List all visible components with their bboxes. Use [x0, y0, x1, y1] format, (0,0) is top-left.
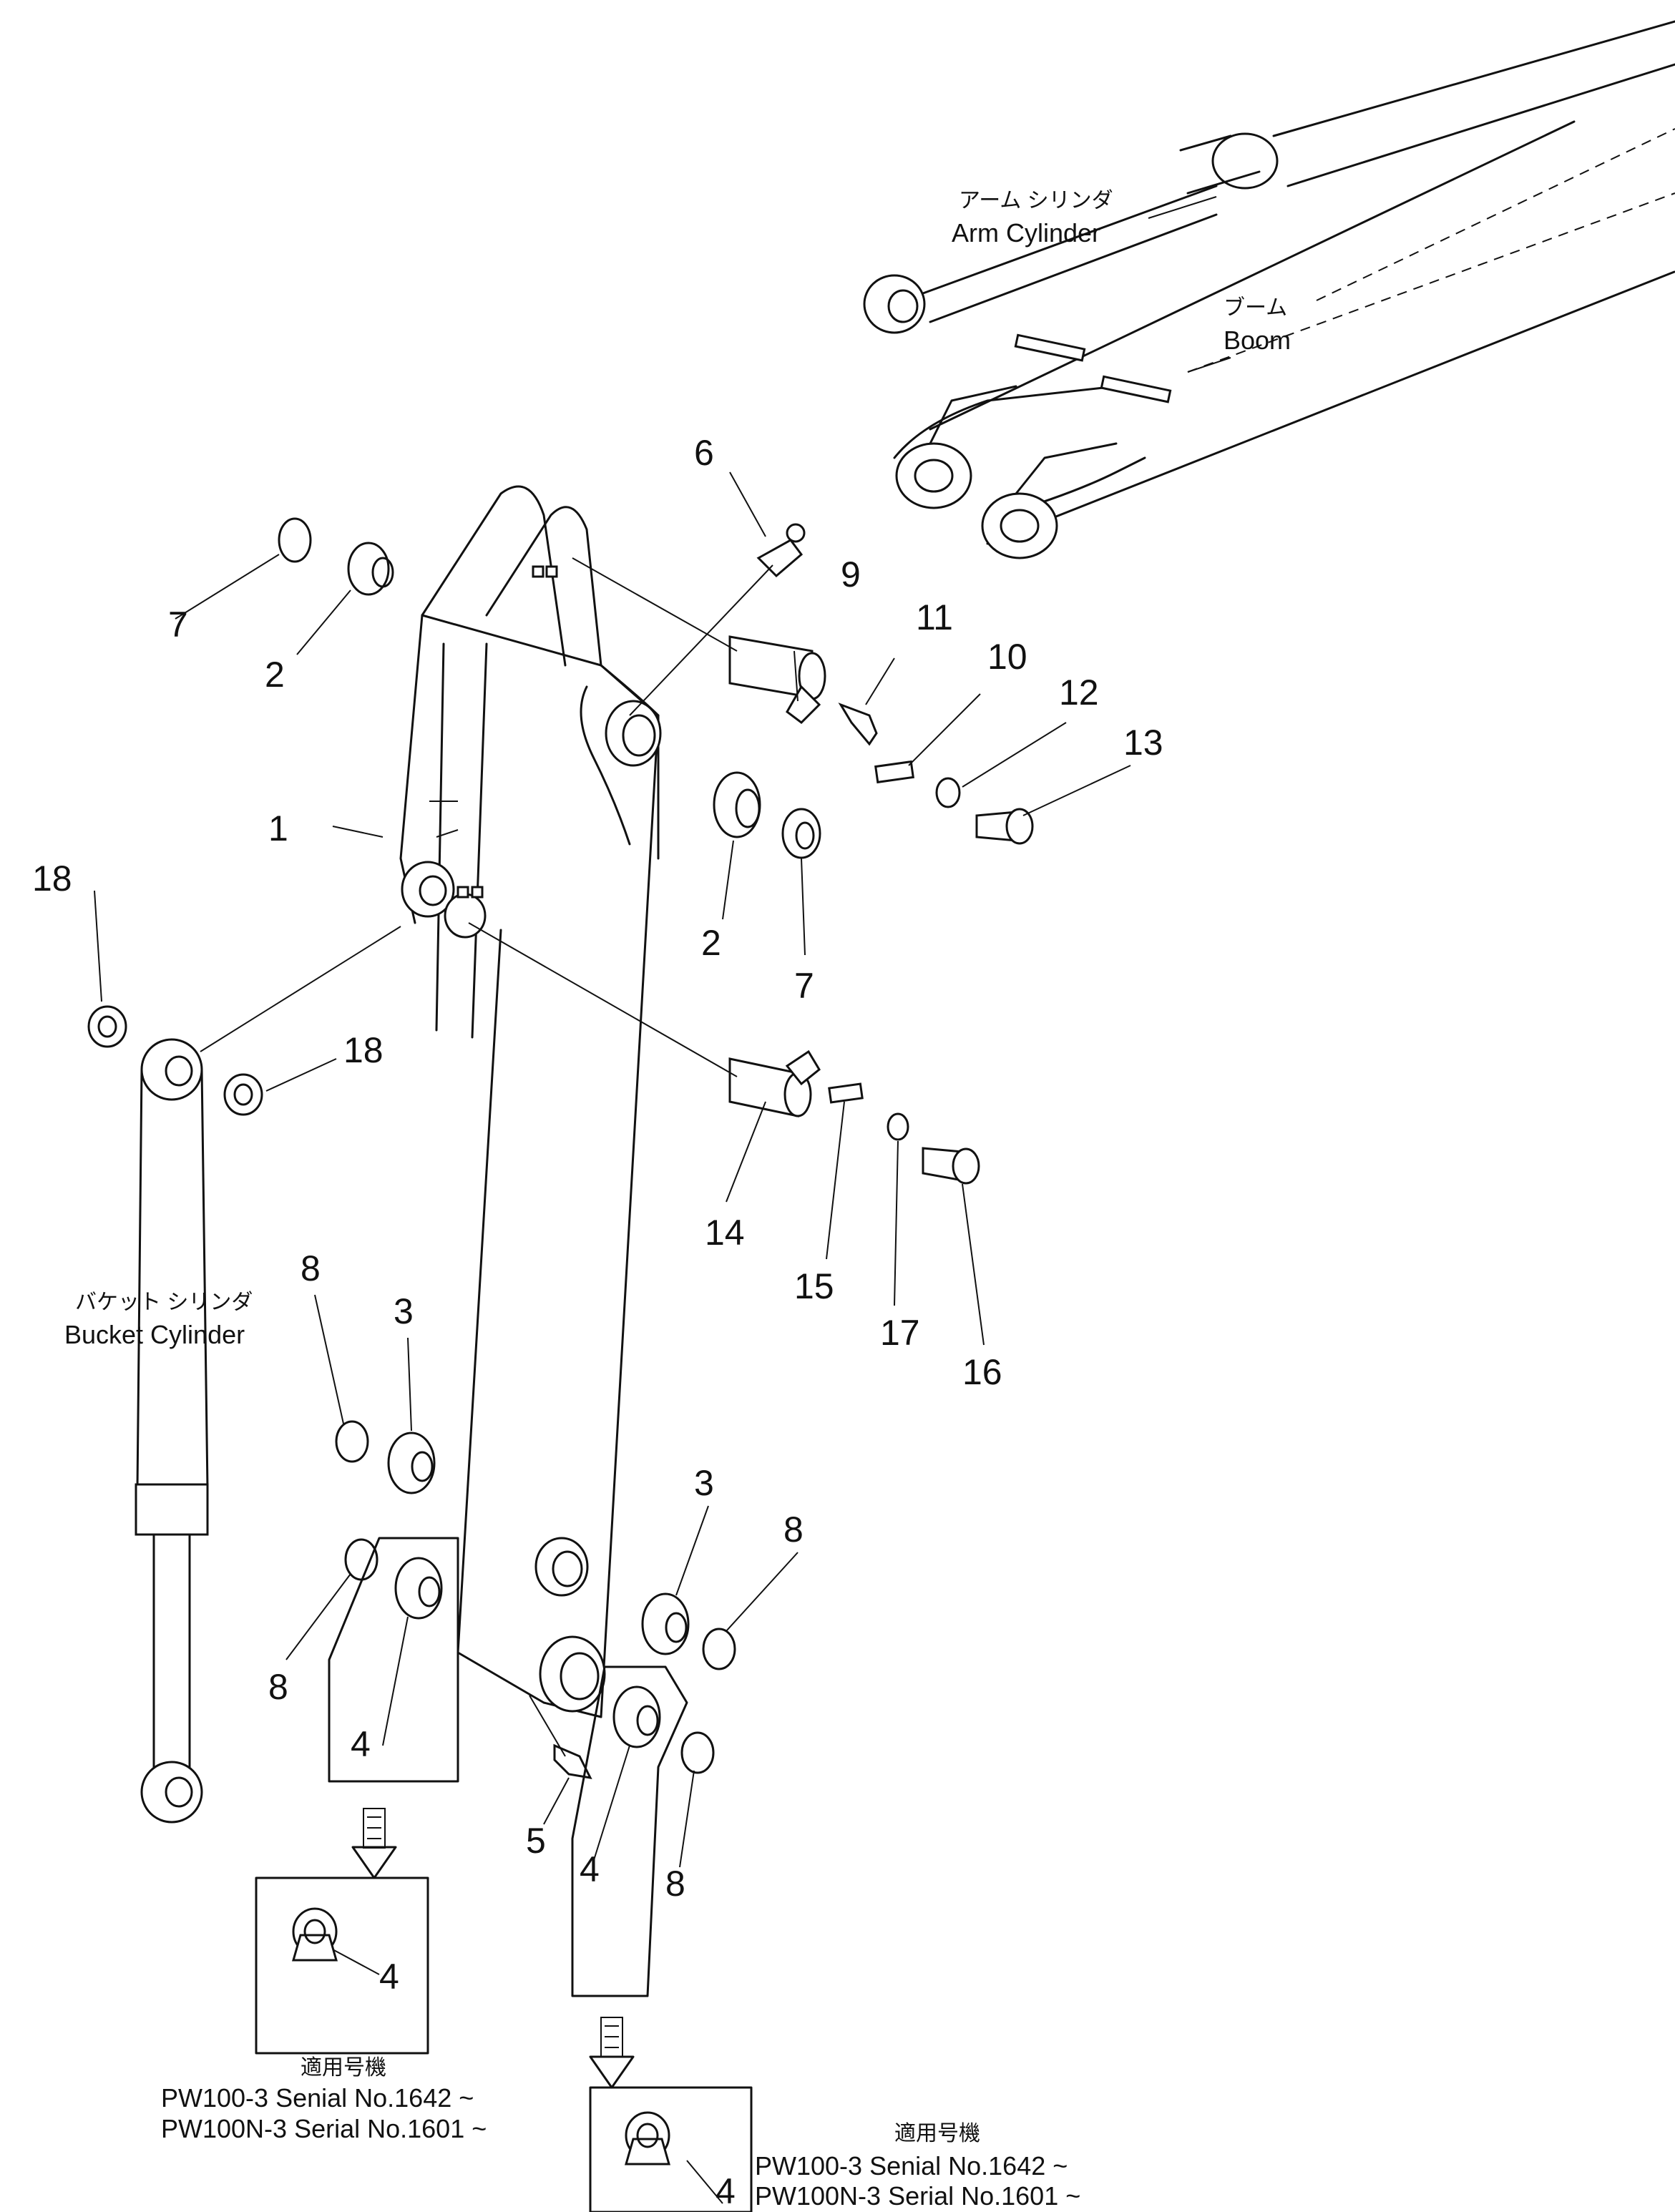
callout-7: 7: [168, 605, 188, 645]
arm-cylinder-label-en: Arm Cylinder: [952, 218, 1100, 248]
callout-13: 11: [916, 597, 953, 637]
bucket-cylinder-label-jp: バケット シリンダ: [75, 1291, 253, 1314]
bucket-cylinder-label-en: Bucket Cylinder: [64, 1320, 245, 1349]
callout-panel-right: [571, 1665, 753, 2212]
boom-drawing: [893, 120, 1675, 559]
callout-panel-left: [255, 1537, 459, 2055]
callout-4b: 4: [580, 1849, 600, 1889]
callout-18a: 18: [32, 858, 72, 899]
callout-numbers: 6 7 2 9 11 10 12 13 1 18 2 7 18 14 15 17…: [32, 433, 1163, 2211]
boom-label-jp: ブーム: [1224, 296, 1287, 320]
callout-14: 14: [705, 1213, 745, 1253]
callout-7b: 7: [794, 966, 814, 1006]
applicability-line-1: PW100-3 Senial No.1642 ~: [161, 2083, 474, 2113]
applicability-note-right: 適用号機 PW100-3 Senial No.1642 ~ PW100N-3 S…: [755, 2122, 1080, 2211]
leader-lines: [94, 196, 1231, 2204]
callout-3a: 3: [394, 1291, 414, 1331]
callout-4a: 4: [351, 1724, 371, 1764]
callout-1: 1: [268, 808, 288, 848]
applicability-line-1: PW100-3 Senial No.1642 ~: [755, 2151, 1068, 2181]
bucket-cylinder-drawing: [135, 1038, 209, 1824]
applicability-note-left: 適用号機 PW100-3 Senial No.1642 ~ PW100N-3 S…: [161, 2056, 487, 2143]
callout-15: 15: [794, 1266, 834, 1306]
applicability-heading: 適用号機: [301, 2056, 386, 2080]
callout-11: 13: [1123, 723, 1163, 763]
callout-4c: 4: [379, 1957, 399, 1997]
arm-cylinder-label-jp: アーム シリンダ: [959, 189, 1113, 212]
callout-8c: 8: [268, 1667, 288, 1707]
callout-16: 16: [962, 1352, 1002, 1392]
callout-8a: 8: [301, 1248, 321, 1288]
boom-label-en: Boom: [1224, 326, 1291, 355]
callout-4d: 4: [716, 2171, 736, 2211]
component-labels: アーム シリンダ Arm Cylinder ブーム Boom バケット シリンダ…: [64, 189, 1291, 1349]
callout-2b: 2: [701, 923, 721, 963]
arm-cylinder-drawing: [863, 20, 1675, 334]
applicability-line-2: PW100N-3 Serial No.1601 ~: [755, 2181, 1080, 2211]
callout-10: 10: [987, 637, 1027, 677]
callout-18b: 18: [343, 1030, 384, 1070]
pin-and-bushing-parts: [87, 517, 1034, 1779]
callout-5: 5: [526, 1821, 546, 1861]
callout-6: 6: [694, 433, 714, 473]
callout-2: 2: [265, 655, 285, 695]
callout-12: 12: [1059, 672, 1099, 713]
callout-3b: 3: [694, 1463, 714, 1503]
callout-8d: 8: [665, 1864, 685, 1904]
applicability-line-2: PW100N-3 Serial No.1601 ~: [161, 2114, 487, 2143]
callout-9: 9: [841, 554, 861, 594]
applicability-heading: 適用号機: [894, 2122, 980, 2145]
callout-17: 17: [880, 1313, 920, 1353]
callout-8b: 8: [783, 1509, 804, 1550]
arm-body-drawing: [399, 485, 662, 1718]
